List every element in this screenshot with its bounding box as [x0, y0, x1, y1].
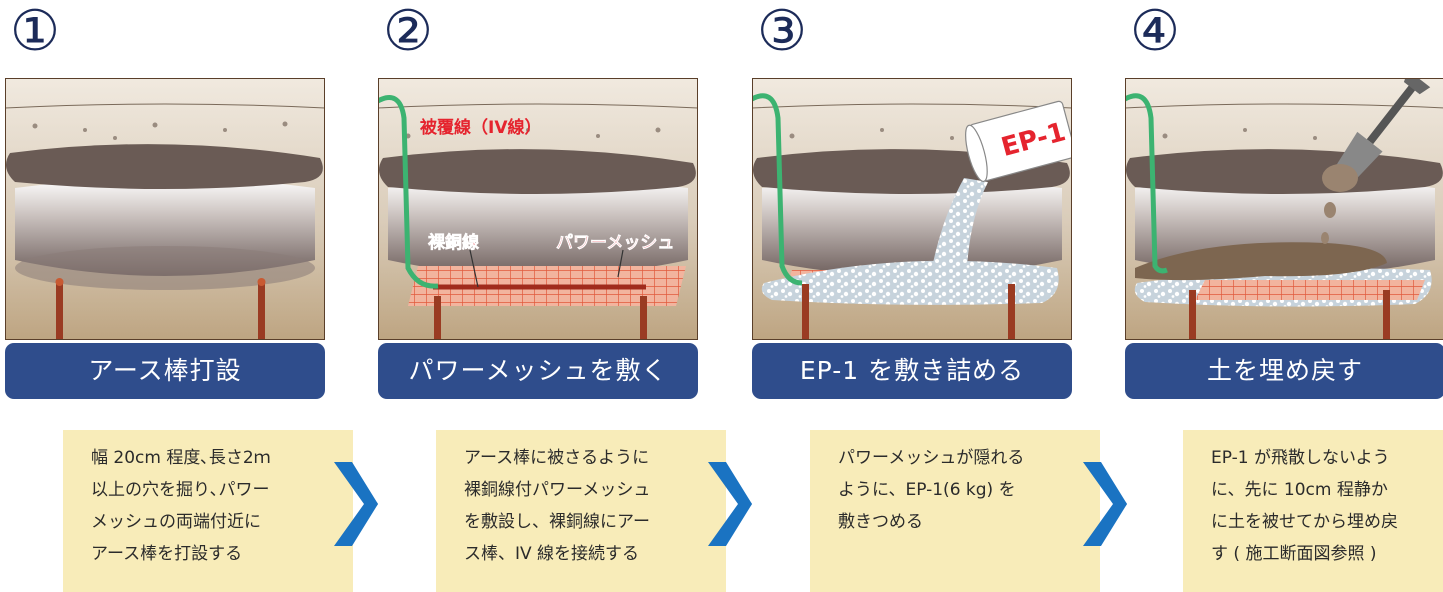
covered-wire-label: 被覆線（IV線） [420, 117, 541, 138]
step-number: ① [9, 0, 61, 64]
step-title: EP-1 を敷き詰める [752, 343, 1072, 399]
step-number: ④ [1129, 0, 1181, 64]
step-description-box: アース棒に被さるように 裸銅線付パワーメッシュ を敷設し、裸銅線にアー ス棒、I… [436, 430, 726, 592]
step-2: ② 被覆線（IV線） 裸銅線 パワーメッシュ パワーメッシュを敷く アース棒に被… [378, 0, 726, 592]
step-2-illustration: 被覆線（IV線） 裸銅線 パワーメッシュ [378, 78, 698, 340]
step-title: パワーメッシュを敷く [378, 343, 698, 399]
step-description-box: EP-1 が飛散しないよう に、先に 10cm 程静か に土を被せてから埋め戻 … [1183, 430, 1443, 592]
step-title: アース棒打設 [5, 343, 325, 399]
step-description: 幅 20cm 程度､長さ2ｍ 以上の穴を掘り､パワー メッシュの両端付近に アー… [91, 448, 271, 564]
arrow-right-icon [708, 462, 752, 546]
step-description: アース棒に被さるように 裸銅線付パワーメッシュ を敷設し、裸銅線にアー ス棒、I… [464, 448, 651, 564]
bare-copper-label: 裸銅線 [428, 232, 479, 253]
step-description: EP-1 が飛散しないよう に、先に 10cm 程静か に土を被せてから埋め戻 … [1211, 448, 1398, 564]
step-description: パワーメッシュが隠れる ように、EP-1(6 kg) を 敷きつめる [838, 448, 1025, 532]
step-4: ④ 土を埋め戻す [1125, 0, 1443, 592]
step-1-illustration [5, 78, 325, 340]
step-number: ② [382, 0, 434, 64]
arrow-right-icon [1083, 462, 1127, 546]
step-1: ① アース棒打設 幅 20cm 程度､長さ2ｍ 以上の穴を掘り､パワー メッシュ… [5, 0, 353, 592]
step-description-box: パワーメッシュが隠れる ように、EP-1(6 kg) を 敷きつめる [810, 430, 1100, 592]
step-4-illustration [1125, 78, 1443, 340]
step-3: ③ EP-1 EP-1 を敷き詰める パワーメッシュが隠 [752, 0, 1100, 592]
step-title: 土を埋め戻す [1125, 343, 1443, 399]
arrow-right-icon [334, 462, 378, 546]
power-mesh-label: パワーメッシュ [556, 233, 674, 253]
step-3-illustration: EP-1 [752, 78, 1072, 340]
step-number: ③ [756, 0, 808, 64]
step-description-box: 幅 20cm 程度､長さ2ｍ 以上の穴を掘り､パワー メッシュの両端付近に アー… [63, 430, 353, 592]
